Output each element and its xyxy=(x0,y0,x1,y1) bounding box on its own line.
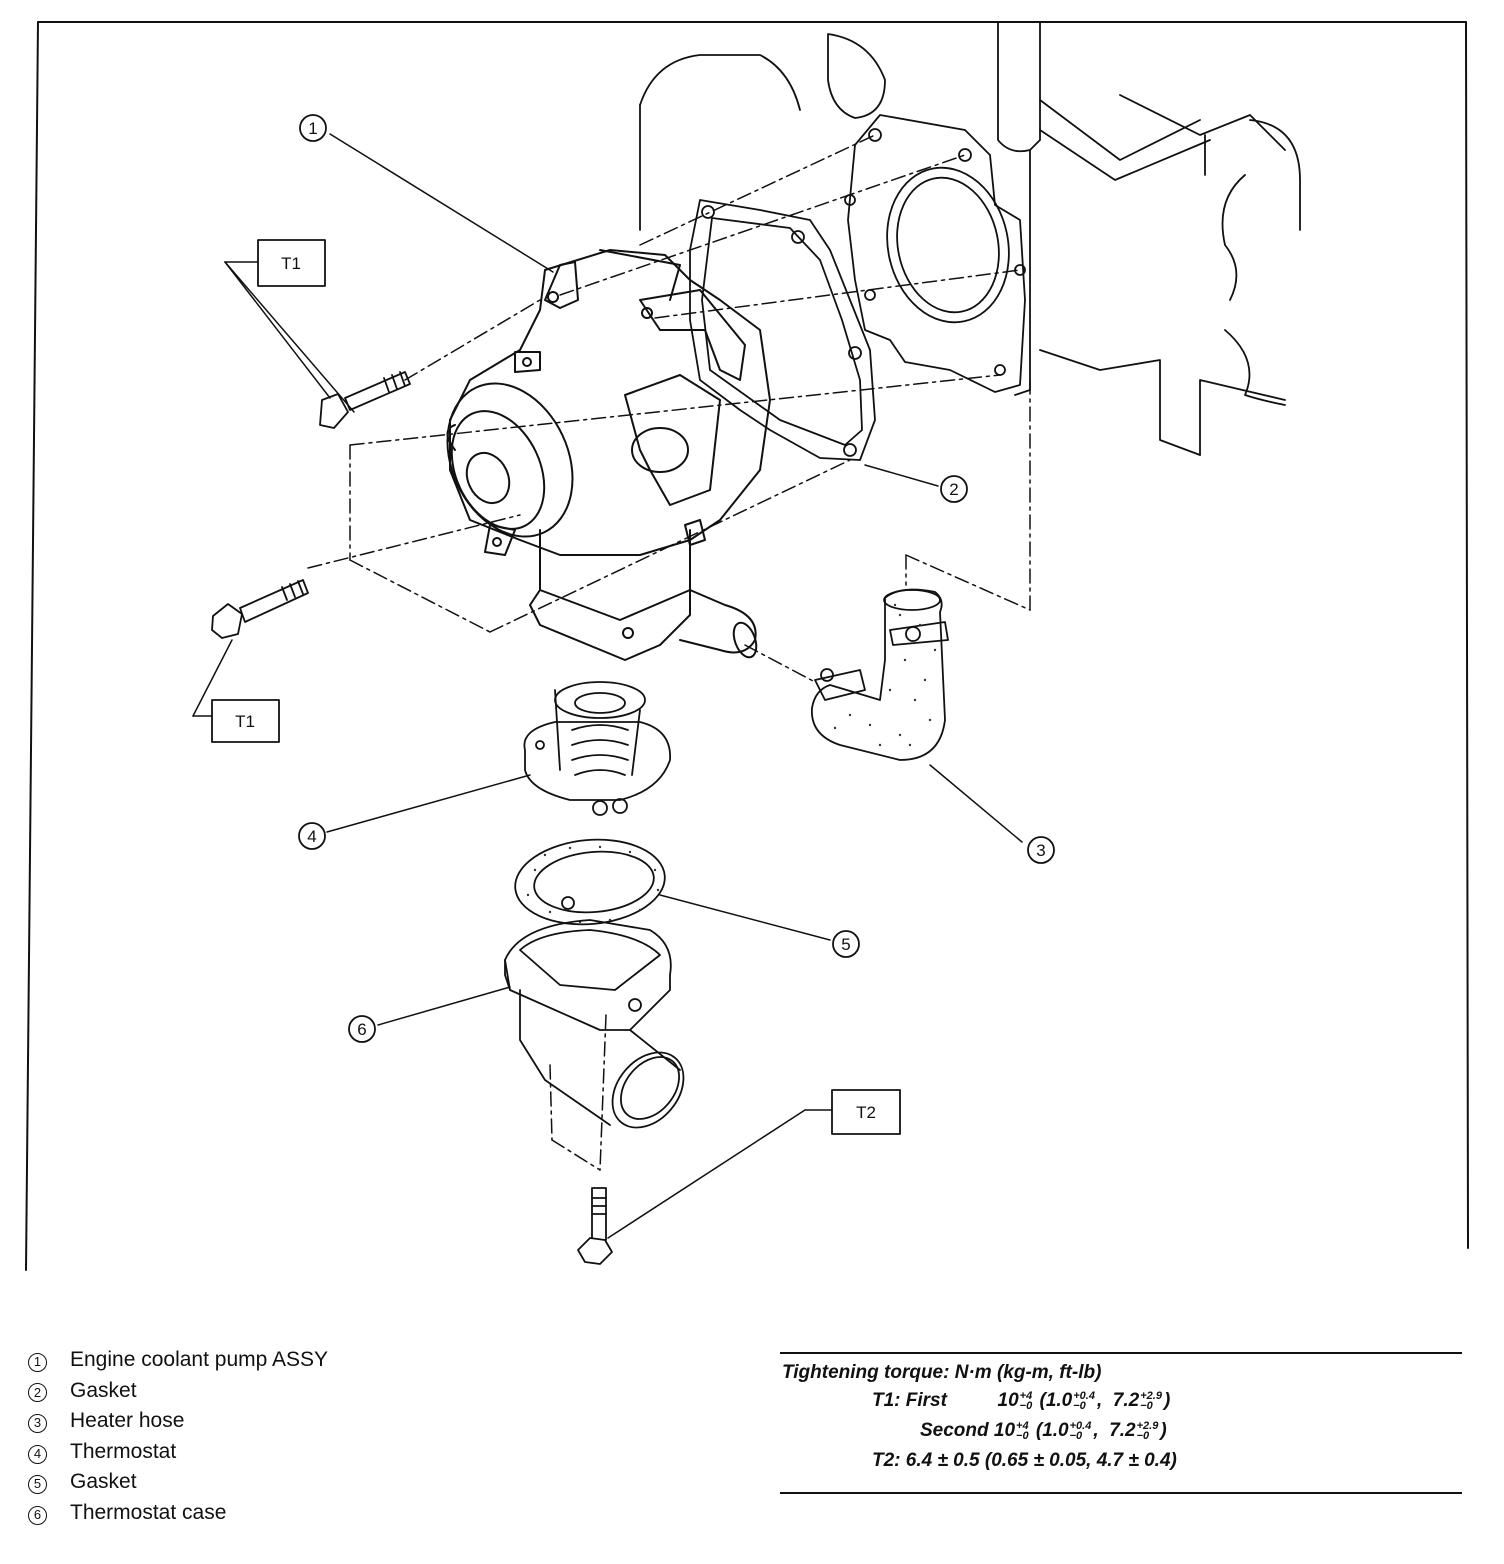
torque-t1-kgm-tol: +0.4−0 xyxy=(1069,1419,1092,1442)
legend-item: 6 Thermostat case xyxy=(28,1498,328,1529)
legend-item: 1 Engine coolant pump ASSY xyxy=(28,1345,328,1376)
tag-t1-upper: T1 xyxy=(281,254,301,273)
coolant-pump-assy xyxy=(446,249,771,661)
bolt-lower xyxy=(211,579,309,639)
callout-1: 1 xyxy=(308,119,317,138)
torque-t1-kgm: 1.0 xyxy=(1045,1390,1073,1411)
thermostat-case xyxy=(504,919,685,1129)
torque-t1-ftlb-tol: +2.9−0 xyxy=(1136,1419,1159,1442)
torque-t2: T2: 6.4 ± 0.5 (0.65 ± 0.05, 4.7 ± 0.4) xyxy=(872,1450,1177,1471)
tag-boxes xyxy=(211,239,901,1135)
torque-t1-ftlb: 7.2 xyxy=(1112,1390,1140,1411)
legend-label: Engine coolant pump ASSY xyxy=(70,1348,329,1371)
legend-item: 5 Gasket xyxy=(28,1467,328,1498)
legend-number: 1 xyxy=(28,1352,47,1372)
tol-plus: +4 xyxy=(1019,1389,1033,1402)
diagram-frame xyxy=(25,21,1469,1271)
tol-plus: +0.4 xyxy=(1069,1419,1092,1432)
gasket-pump xyxy=(689,199,876,461)
torque-t1-second: Second 10+4−0 (1.0+0.4−0, 7.2+2.9−0) xyxy=(920,1419,1167,1442)
alignment-lines xyxy=(307,134,1031,1171)
torque-t1-second-label: Second xyxy=(920,1420,989,1441)
tol-minus: −0 xyxy=(1140,1399,1153,1412)
tol-minus: −0 xyxy=(1016,1429,1029,1442)
parts-legend: 1 Engine coolant pump ASSY 2 Gasket 3 He… xyxy=(28,1345,328,1529)
leader-lines xyxy=(192,133,1023,1239)
torque-t1-value: 10 xyxy=(997,1390,1019,1411)
heater-hose xyxy=(811,588,949,761)
callout-4: 4 xyxy=(307,827,316,846)
legend-number: 2 xyxy=(28,1383,47,1403)
tol-minus: −0 xyxy=(1019,1399,1033,1412)
tag-t2: T2 xyxy=(856,1103,876,1122)
callout-2: 2 xyxy=(949,480,958,499)
tag-t1-lower: T1 xyxy=(235,712,255,731)
legend-item: 4 Thermostat xyxy=(28,1437,328,1468)
legend-item: 3 Heater hose xyxy=(28,1406,328,1437)
legend-number: 3 xyxy=(28,1413,47,1433)
thermostat xyxy=(523,681,671,816)
torque-t1-kgm: 1.0 xyxy=(1042,1420,1069,1441)
legend-number: 5 xyxy=(28,1475,47,1495)
legend-label: Gasket xyxy=(70,1470,137,1494)
tol-plus: +2.9 xyxy=(1140,1389,1162,1402)
callout-3: 3 xyxy=(1036,841,1045,860)
tol-plus: +4 xyxy=(1016,1419,1029,1432)
legend-label: Thermostat case xyxy=(70,1500,227,1524)
torque-heading: Tightening torque: N·m (kg-m, ft-lb) xyxy=(782,1362,1102,1383)
torque-spec-box: Tightening torque: N·m (kg-m, ft-lb) T1:… xyxy=(780,1352,1462,1494)
bolt-thermostat-case xyxy=(577,1187,613,1265)
tol-minus: −0 xyxy=(1069,1429,1083,1442)
torque-t1-value: 10 xyxy=(993,1420,1016,1441)
bolt-upper xyxy=(319,371,411,429)
legend-label: Thermostat xyxy=(70,1439,177,1463)
torque-t1-value-tol: +4−0 xyxy=(1019,1389,1033,1412)
callout-5: 5 xyxy=(841,935,850,954)
legend-number: 6 xyxy=(28,1505,47,1525)
torque-t1-first: T1: First 10+4−0 (1.0+0.4−0, 7.2+2.9−0) xyxy=(872,1389,1171,1412)
tol-plus: +0.4 xyxy=(1073,1389,1095,1402)
legend-label: Heater hose xyxy=(70,1409,185,1433)
gasket-thermostat xyxy=(514,838,666,926)
legend-label: Gasket xyxy=(70,1378,137,1402)
torque-t1-value-tol: +4−0 xyxy=(1016,1419,1029,1442)
tol-plus: +2.9 xyxy=(1136,1419,1159,1432)
callout-circles xyxy=(298,114,1055,1043)
engine-mounting-flange xyxy=(844,114,1026,393)
legend-item: 2 Gasket xyxy=(28,1376,328,1407)
torque-t1-kgm-tol: +0.4−0 xyxy=(1073,1389,1095,1412)
torque-t1-ftlb: 7.2 xyxy=(1109,1420,1136,1441)
legend-number: 4 xyxy=(28,1444,47,1464)
torque-t1-first-label: T1: First xyxy=(872,1390,947,1411)
callout-6: 6 xyxy=(357,1020,366,1039)
torque-t1-ftlb-tol: +2.9−0 xyxy=(1140,1389,1162,1412)
tol-minus: −0 xyxy=(1136,1429,1150,1442)
tol-minus: −0 xyxy=(1073,1399,1086,1412)
